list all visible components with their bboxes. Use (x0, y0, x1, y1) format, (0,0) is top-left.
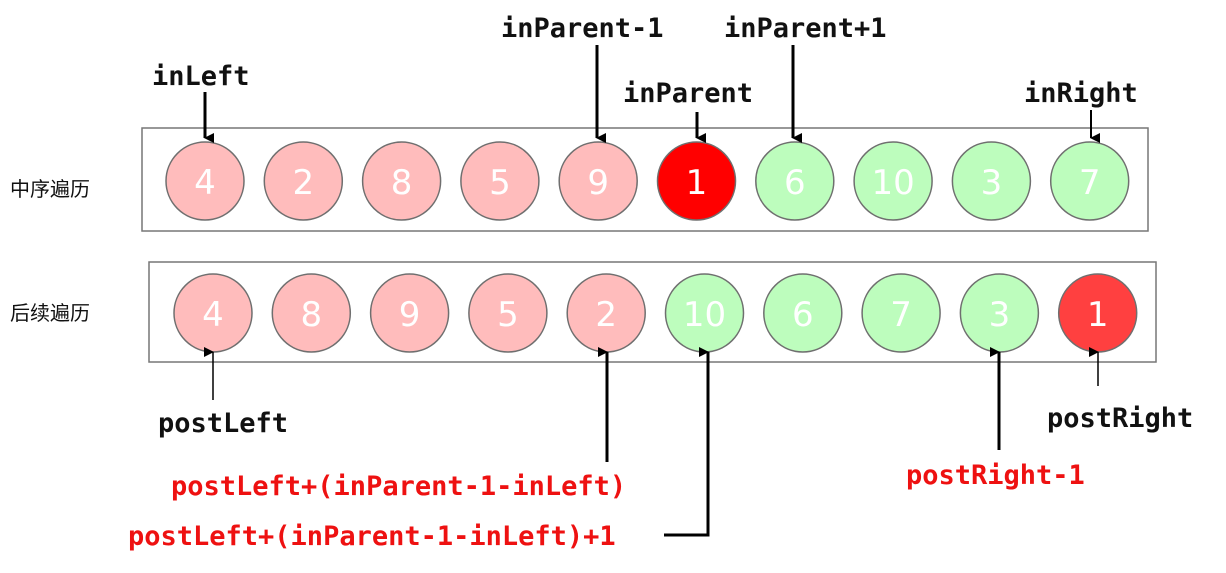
in-right-label: inRight (1024, 78, 1138, 109)
postorder-node-label-0: 4 (202, 295, 224, 335)
in-left-label: inLeft (152, 61, 250, 92)
inorder-nodes: 4 2 8 5 9 1 6 10 3 7 (165, 141, 1130, 221)
inorder-node-7 (853, 141, 933, 221)
inorder-node-label-7: 10 (871, 163, 914, 203)
inorder-node-1 (263, 141, 344, 221)
post-right-label: postRight (1047, 403, 1193, 434)
inorder-node-label-8: 3 (981, 163, 1003, 203)
postorder-node-label-2: 9 (399, 295, 421, 335)
postorder-node-label-4: 2 (595, 295, 617, 335)
in-parent-label: inParent (623, 78, 753, 109)
post-left-label: postLeft (158, 408, 288, 439)
postorder-node-7 (861, 273, 941, 353)
postorder-node-1 (271, 273, 352, 353)
postorder-node-2 (369, 273, 450, 353)
post-right-start-arrow (664, 347, 710, 537)
postorder-frame (148, 261, 1157, 363)
inorder-node-label-2: 8 (391, 163, 413, 203)
postorder-node-label-5: 10 (683, 295, 726, 335)
postorder-node-label-8: 3 (989, 295, 1011, 335)
postorder-node-label-3: 5 (497, 295, 519, 335)
inorder-node-label-5: 1 (686, 163, 708, 203)
inorder-node-8 (951, 141, 1032, 221)
in-parent-plus-1-label: inParent+1 (724, 13, 887, 44)
in-parent-minus-1-label: inParent-1 (501, 13, 664, 44)
postorder-node-3 (468, 273, 548, 353)
postorder-node-label-9: 1 (1087, 295, 1109, 335)
postorder-node-label-6: 6 (792, 295, 814, 335)
post-right-start-label: postLeft+(inParent-1-inLeft)+1 (128, 521, 616, 552)
inorder-node-label-1: 2 (292, 163, 314, 203)
inorder-node-label-6: 6 (784, 163, 806, 203)
postorder-node-6 (763, 273, 843, 353)
inorder-node-label-4: 9 (587, 163, 609, 203)
postorder-node-label-1: 8 (300, 295, 322, 335)
post-right-minus-1-label: postRight-1 (906, 460, 1085, 491)
inorder-node-9 (1049, 141, 1130, 221)
post-left-end-label: postLeft+(inParent-1-inLeft) (171, 471, 626, 502)
inorder-node-label-9: 7 (1079, 163, 1101, 203)
inorder-frame (141, 127, 1149, 232)
postorder-node-label-7: 7 (890, 295, 912, 335)
postorder-nodes: 4 8 9 5 2 10 6 7 3 1 (173, 273, 1138, 353)
inorder-label: 中序遍历 (10, 177, 90, 201)
inorder-node-2 (361, 141, 442, 221)
inorder-node-label-0: 4 (194, 163, 216, 203)
postorder-label: 后续遍历 (10, 301, 90, 325)
inorder-node-label-3: 5 (489, 163, 511, 203)
inorder-node-3 (460, 141, 540, 221)
